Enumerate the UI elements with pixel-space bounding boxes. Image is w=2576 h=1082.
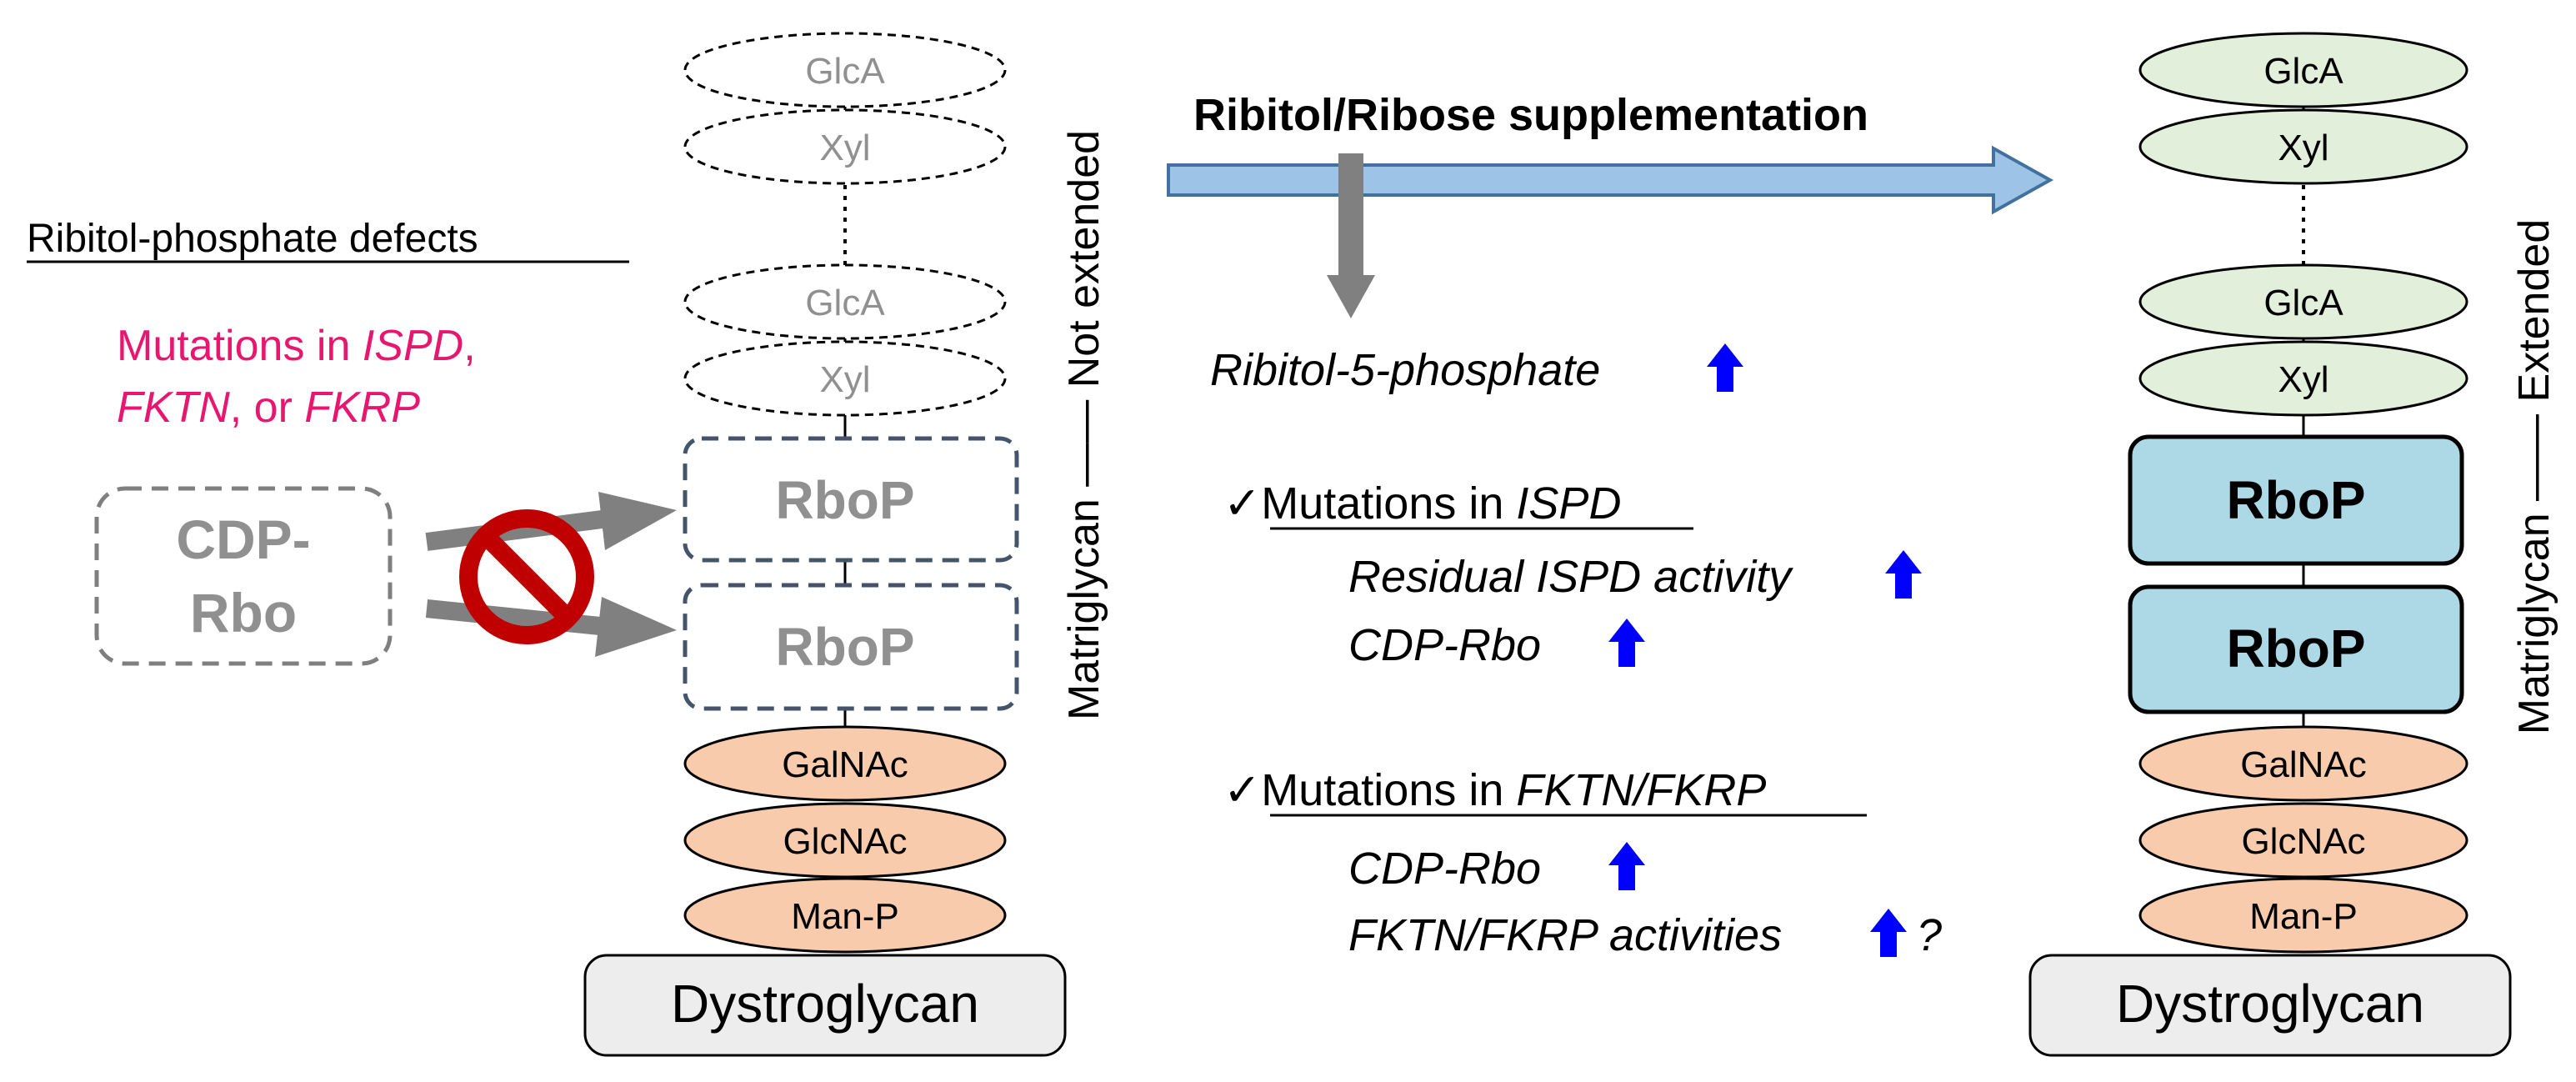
right-dystroglycan-label: Dystroglycan [2116,974,2424,1034]
question-mark: ? [1917,910,1942,960]
left-glca-top-label: GlcA [805,51,885,92]
right-galnac-label: GalNAc [2240,744,2367,785]
or-text: , or [230,383,305,432]
right-glca-mid-label: GlcA [2263,283,2343,323]
left-side-label: Matriglycan —— Not extended [1060,130,1108,720]
left-glcnac-label: GlcNAc [783,821,907,862]
supplement-title: Ribitol/Ribose supplementation [1193,90,1868,140]
check2-gene: FKTN/FKRP [1516,765,1766,815]
check1-gene: ISPD [1516,478,1621,528]
mutations-prefix: Mutations in [117,322,363,370]
up-arrow-icon [1885,550,1922,599]
right-dystroglycan-box [2028,954,2512,1057]
gene-fktn: FKTN [117,383,230,432]
check-icon: ✓ [1223,478,1261,528]
left-xyl-top [683,108,1007,185]
down-arrow [1327,153,1375,318]
left-glca-top [683,32,1007,108]
left-rbop-upper [683,436,1019,563]
right-glca-top [2138,32,2468,108]
left-rbop-lower [683,583,1019,711]
comma: , [463,322,475,370]
right-xyl-top-label: Xyl [2278,128,2328,168]
left-glca-mid [683,263,1007,340]
check-icon: ✓ [1223,765,1261,815]
left-rbop-upper-label: RboP [775,470,914,530]
right-glca-top-label: GlcA [2263,51,2343,92]
left-glca-mid-label: GlcA [805,283,885,323]
prohibition-icon [459,509,594,644]
residual-ispd: Residual ISPD activity [1348,552,1793,602]
defects-title: Ribitol-phosphate defects [27,217,478,261]
check2-line: ✓Mutations in FKTN/FKRP [1223,765,1766,815]
check1-prefix: Mutations in [1261,478,1516,528]
left-xyl-mid-label: Xyl [819,359,870,400]
blocked-arrow-upper [425,492,677,551]
left-galnac-label: GalNAc [782,744,908,785]
right-glca-mid [2138,263,2468,340]
right-rbop-lower [2128,584,2464,714]
left-galnac [683,725,1007,802]
right-xyl-top [2138,108,2468,185]
right-rbop-upper-label: RboP [2226,470,2365,530]
right-manp [2138,877,2468,954]
fktn-fkrp-activities: FKTN/FKRP activities [1348,910,1782,960]
right-galnac [2138,725,2468,802]
ribitol-5-phosphate: Ribitol-5-phosphate [1210,345,1600,395]
left-dystroglycan-label: Dystroglycan [671,974,979,1034]
right-xyl-mid [2138,340,2468,417]
left-xyl-top-label: Xyl [819,128,870,168]
gene-ispd: ISPD [363,322,463,370]
up-arrow-icon [1870,909,1907,957]
cdp-rbo-line1: CDP- [176,508,310,570]
cdp-rbo-box [94,486,393,666]
right-rbop-upper [2128,434,2464,566]
right-rbop-lower-label: RboP [2226,619,2365,679]
cdp-rbo-line2: Rbo [190,582,297,644]
cdp-rbo-1: CDP-Rbo [1348,620,1541,670]
blocked-arrow-lower [425,597,677,657]
check2-prefix: Mutations in [1261,765,1516,815]
left-xyl-mid [683,340,1007,417]
left-rbop-lower-label: RboP [775,617,914,677]
up-arrow-icon [1608,619,1645,667]
mutations-line1: Mutations in ISPD, [117,322,476,370]
cdp-rbo-2: CDP-Rbo [1348,844,1541,894]
check1-line: ✓Mutations in ISPD [1223,478,1621,528]
left-manp [683,877,1007,954]
gene-fkrp: FKRP [304,383,420,432]
right-side-label: Matriglycan —— Extended [2510,219,2558,735]
right-manp-label: Man-P [2249,896,2358,937]
right-glcnac [2138,802,2468,879]
left-glcnac [683,802,1007,879]
up-arrow-icon [1608,842,1645,890]
up-arrow-icon [1707,343,1743,392]
supplement-arrow [1167,145,2054,215]
left-dystroglycan-box [583,954,1067,1057]
right-glcnac-label: GlcNAc [2241,821,2365,862]
left-manp-label: Man-P [791,896,899,937]
mutations-line2: FKTN, or FKRP [117,383,420,432]
right-xyl-mid-label: Xyl [2278,359,2328,400]
